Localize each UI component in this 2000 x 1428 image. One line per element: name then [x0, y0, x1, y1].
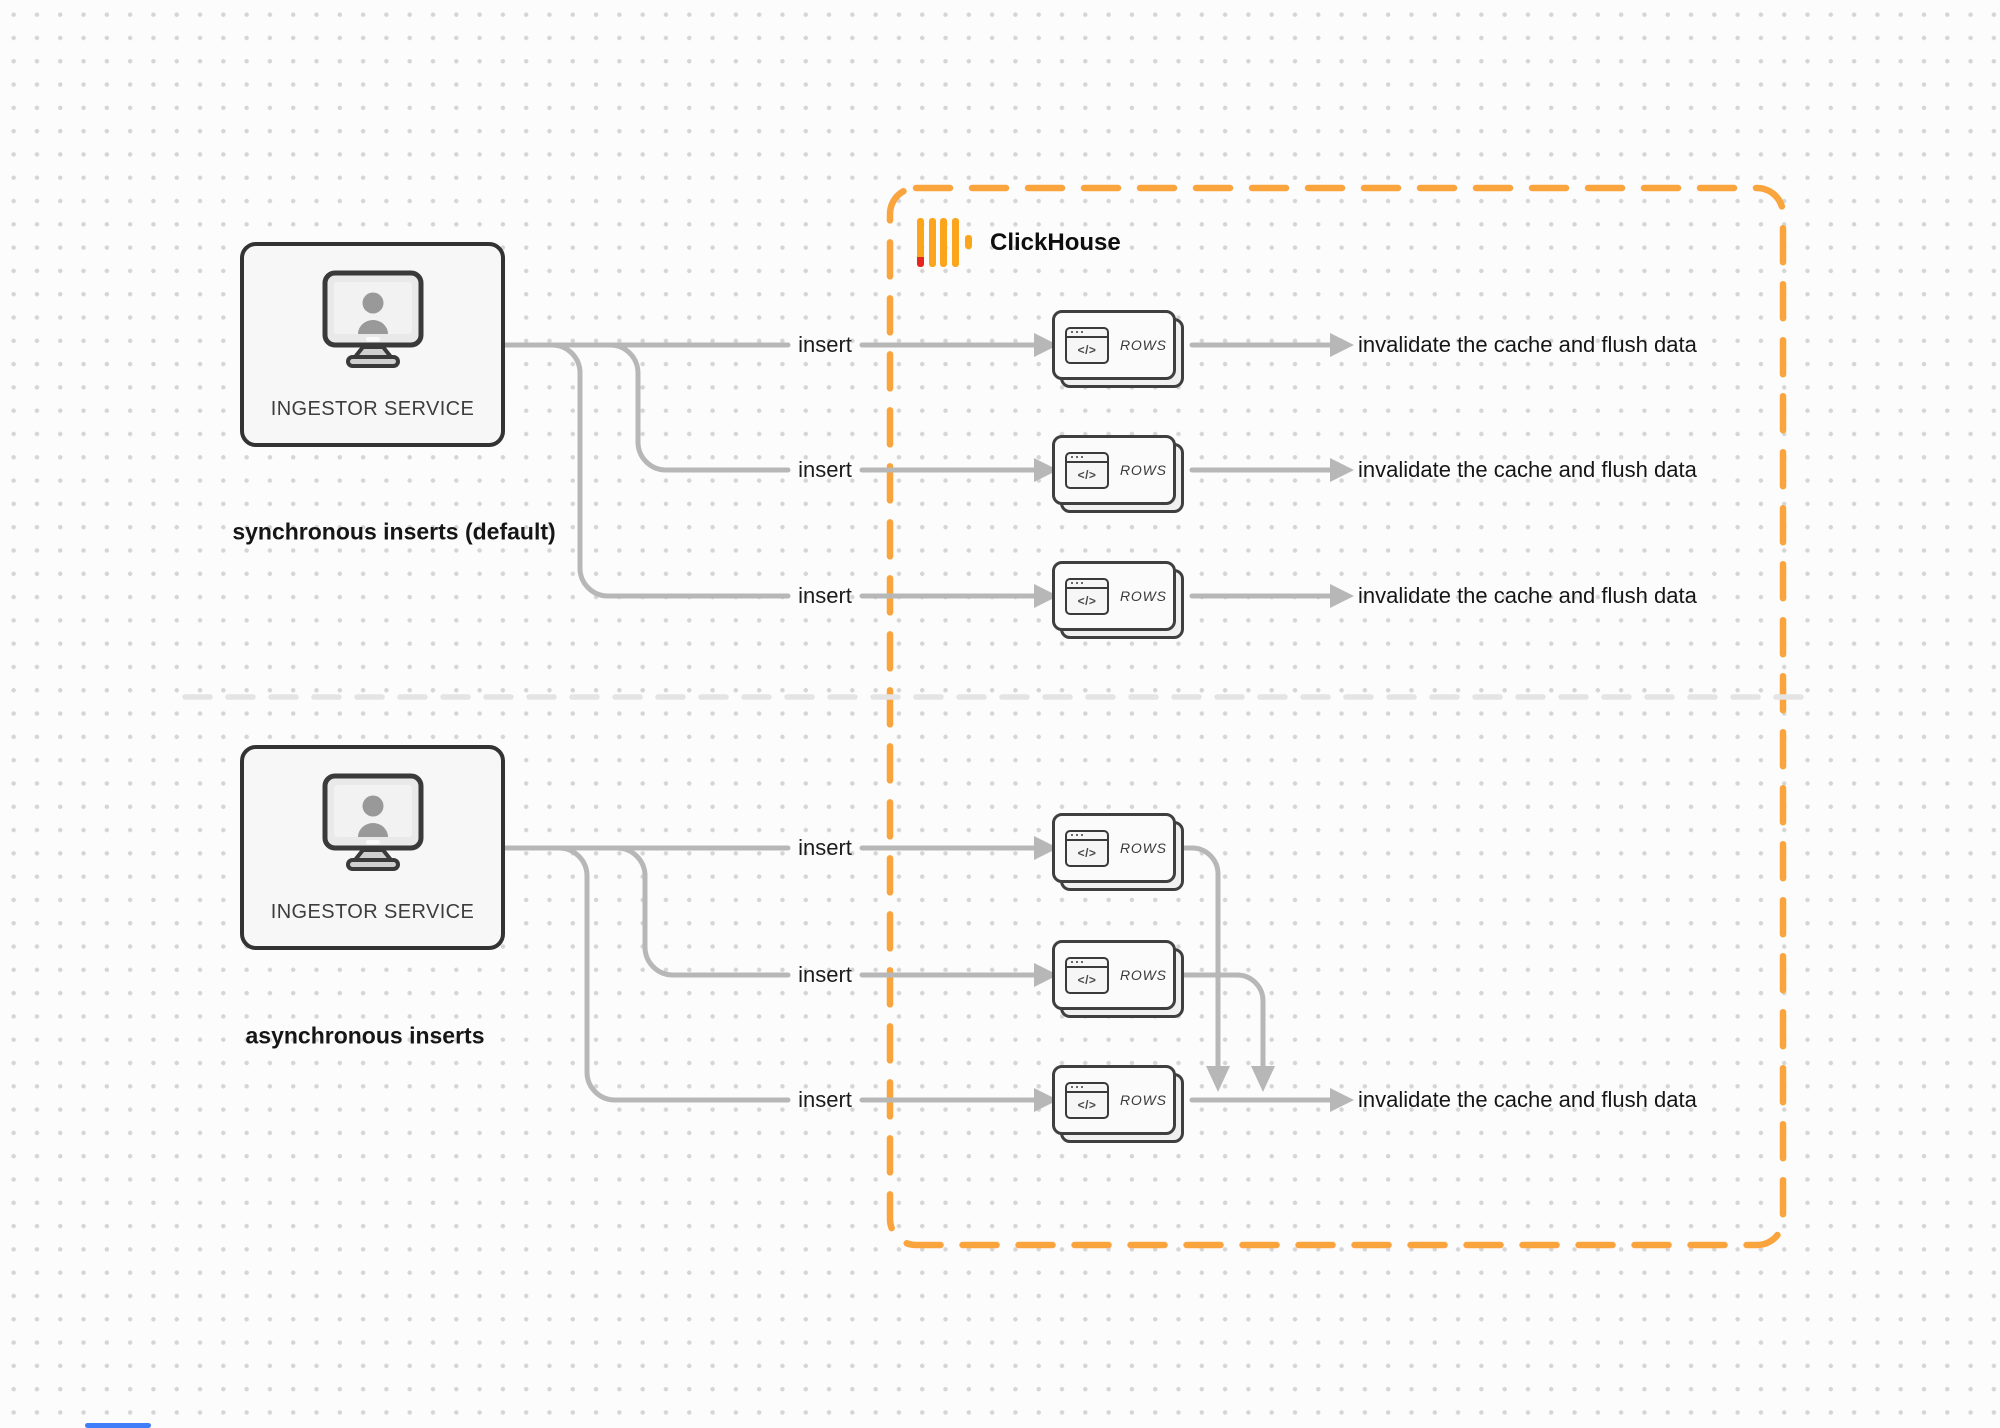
browser-window-icon: </> [1065, 577, 1109, 615]
monitor-user-icon [321, 773, 425, 878]
clickhouse-logo [917, 218, 979, 267]
code-glyph: </> [1077, 1097, 1097, 1112]
browser-titlebar [1067, 454, 1107, 463]
ingestor-service-box-async: INGESTOR SERVICE [240, 745, 505, 950]
clickhouse-logo-bar [928, 218, 936, 267]
rows-card-label: ROWS [1120, 337, 1167, 353]
rows-card-label: ROWS [1120, 588, 1167, 604]
rows-card: </> ROWS [1052, 561, 1176, 631]
browser-window-icon: </> [1065, 1081, 1109, 1119]
ingestor-service-box-sync: INGESTOR SERVICE [240, 242, 505, 447]
browser-titlebar [1067, 1084, 1107, 1093]
insert-label: insert [798, 1087, 852, 1112]
code-glyph: </> [1077, 972, 1097, 987]
clickhouse-logo-bar [940, 218, 947, 267]
caption-sync: synchronous inserts (default) [232, 518, 556, 545]
code-glyph: </> [1077, 593, 1097, 608]
browser-window-icon: </> [1065, 451, 1109, 489]
browser-titlebar [1067, 580, 1107, 589]
clickhouse-logo-red-accent [917, 257, 924, 267]
clickhouse-border [886, 184, 1787, 1249]
browser-window-icon: </> [1065, 956, 1109, 994]
insert-label: insert [798, 332, 852, 357]
browser-window-icon: </> [1065, 829, 1109, 867]
insert-label: insert [798, 457, 852, 482]
insert-label: insert [798, 835, 852, 860]
rows-card-label: ROWS [1120, 840, 1167, 856]
insert-label: insert [798, 962, 852, 987]
code-glyph: </> [1077, 845, 1097, 860]
code-glyph: </> [1077, 342, 1097, 357]
rows-card: </> ROWS [1052, 813, 1176, 883]
rows-card: </> ROWS [1052, 310, 1176, 380]
connector-lines [502, 342, 1333, 1103]
rows-card-label: ROWS [1120, 967, 1167, 983]
rows-card-label: ROWS [1120, 1092, 1167, 1108]
rows-card-label: ROWS [1120, 462, 1167, 478]
clickhouse-logo-bar [917, 218, 924, 267]
rows-card: </> ROWS [1052, 940, 1176, 1010]
clickhouse-title: ClickHouse [990, 229, 1121, 256]
monitor-user-icon [321, 270, 425, 375]
service-label: INGESTOR SERVICE [270, 901, 475, 923]
clickhouse-logo-short-bar [965, 235, 972, 249]
rows-card: </> ROWS [1052, 1065, 1176, 1135]
code-glyph: </> [1077, 467, 1097, 482]
browser-titlebar [1067, 329, 1107, 338]
arrowheads [1034, 333, 1354, 1112]
browser-titlebar [1067, 832, 1107, 841]
result-label: invalidate the cache and flush data [1358, 332, 1697, 357]
stray-blue-fragment [85, 1423, 151, 1428]
browser-titlebar [1067, 959, 1107, 968]
clickhouse-logo-bar [951, 218, 959, 267]
service-label: INGESTOR SERVICE [270, 398, 475, 420]
result-label: invalidate the cache and flush data [1358, 1087, 1697, 1112]
rows-card: </> ROWS [1052, 435, 1176, 505]
caption-async: asynchronous inserts [245, 1022, 485, 1049]
insert-label: insert [798, 583, 852, 608]
browser-window-icon: </> [1065, 326, 1109, 364]
result-label: invalidate the cache and flush data [1358, 457, 1697, 482]
result-label: invalidate the cache and flush data [1358, 583, 1697, 608]
